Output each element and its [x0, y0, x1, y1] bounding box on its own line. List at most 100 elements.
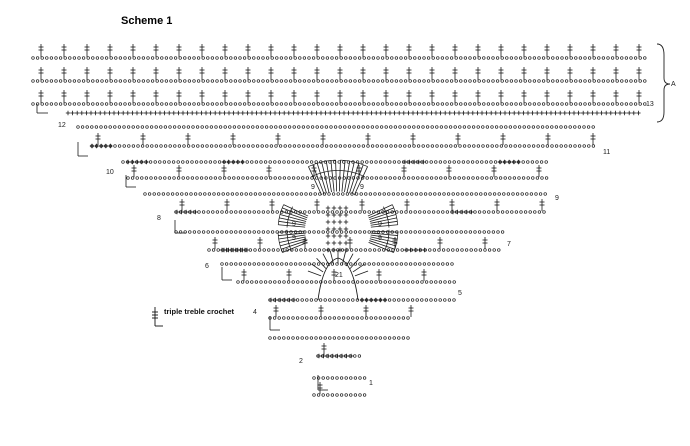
chain-stitch	[388, 280, 392, 284]
double-crochet	[316, 353, 322, 359]
chain-stitch	[284, 102, 288, 106]
chain-stitch	[250, 160, 254, 164]
chain-stitch	[397, 280, 401, 284]
double-crochet	[176, 110, 181, 116]
chain-stitch	[387, 298, 392, 302]
chain-stitch	[408, 56, 412, 60]
chain-stitch	[182, 144, 186, 148]
chain-stitch	[113, 125, 117, 129]
double-crochet	[416, 159, 421, 165]
chain-stitch	[531, 144, 536, 148]
chain-stitch	[170, 192, 175, 196]
chain-stitch	[252, 230, 256, 234]
row-label-9: 9	[555, 195, 559, 202]
tall-stitch	[321, 343, 327, 355]
chain-stitch	[351, 176, 356, 180]
chain-stitch	[445, 102, 449, 106]
chain-stitch	[523, 79, 527, 83]
chain-stitch	[146, 79, 150, 83]
chain-stitch	[222, 176, 227, 180]
chain-stitch	[445, 79, 449, 83]
chain-stitch	[510, 210, 514, 214]
chain-stitch	[219, 102, 224, 106]
chain-stitch	[528, 79, 532, 83]
tall-stitch	[224, 199, 230, 211]
chain-stitch	[214, 144, 218, 148]
chain-stitch	[624, 79, 629, 83]
chain-stitch	[347, 125, 352, 129]
double-crochet	[331, 205, 337, 211]
chain-stitch	[215, 230, 220, 234]
row-label-8: 8	[157, 215, 161, 222]
chain-stitch	[551, 56, 555, 60]
chain-stitch	[574, 79, 578, 83]
chain-stitch	[545, 125, 549, 129]
chain-stitch	[270, 79, 274, 83]
chain-stitch	[270, 262, 275, 266]
chain-stitch	[376, 230, 381, 234]
chain-stitch	[377, 192, 382, 196]
chain-stitch	[629, 56, 633, 60]
chain-stitch	[452, 298, 456, 302]
petal-stitch	[349, 163, 360, 194]
chain-stitch	[131, 125, 135, 129]
chain-stitch	[436, 230, 440, 234]
chain-stitch	[285, 192, 290, 196]
chain-stitch	[237, 125, 241, 129]
chain-stitch	[482, 230, 486, 234]
chain-stitch	[243, 230, 247, 234]
chain-stitch	[204, 176, 208, 180]
chain-stitch	[434, 160, 438, 164]
double-crochet	[323, 110, 328, 116]
chain-stitch	[77, 79, 81, 83]
chain-stitch	[327, 192, 331, 196]
chain-stitch	[283, 125, 287, 129]
chain-stitch	[538, 192, 543, 196]
double-crochet	[402, 159, 408, 165]
chain-stitch	[383, 176, 388, 180]
chain-stitch	[353, 230, 358, 234]
double-crochet	[125, 110, 130, 116]
double-crochet	[521, 110, 526, 116]
chain-stitch	[104, 79, 109, 83]
tall-stitch	[567, 44, 573, 57]
chain-stitch	[337, 298, 341, 302]
chain-stitch	[445, 56, 449, 60]
petal-stitch	[344, 160, 351, 193]
chain-stitch	[537, 102, 541, 106]
tall-stitch	[337, 44, 343, 57]
chain-stitch	[374, 160, 378, 164]
chain-stitch	[320, 144, 324, 148]
chain-stitch	[369, 336, 373, 340]
chain-stitch	[329, 144, 333, 148]
chain-stitch	[586, 125, 591, 129]
chain-stitch	[495, 56, 500, 60]
chain-stitch	[201, 102, 205, 106]
chain-stitch	[114, 102, 118, 106]
chain-stitch	[360, 336, 364, 340]
chain-stitch	[155, 102, 159, 106]
chain-stitch	[436, 210, 440, 214]
chain-stitch	[100, 79, 104, 83]
chain-stitch	[527, 144, 531, 148]
chain-stitch	[555, 56, 560, 60]
chain-stitch	[127, 102, 132, 106]
chain-stitch	[91, 102, 95, 106]
chain-stitch	[365, 280, 369, 284]
double-crochet	[226, 159, 231, 165]
chain-stitch	[282, 316, 286, 320]
chain-stitch	[470, 160, 475, 164]
chain-stitch	[337, 280, 341, 284]
arch-stitch	[307, 270, 322, 277]
double-crochet	[512, 110, 517, 116]
petal-count-1: 9	[311, 184, 315, 191]
chain-stitch	[277, 316, 281, 320]
double-crochet	[125, 159, 131, 165]
chain-stitch	[292, 144, 297, 148]
chain-stitch	[123, 56, 127, 60]
chain-stitch	[252, 79, 256, 83]
double-crochet	[387, 110, 393, 116]
chain-stitch	[253, 192, 258, 196]
chain-stitch	[513, 125, 517, 129]
chain-stitch	[354, 248, 358, 252]
